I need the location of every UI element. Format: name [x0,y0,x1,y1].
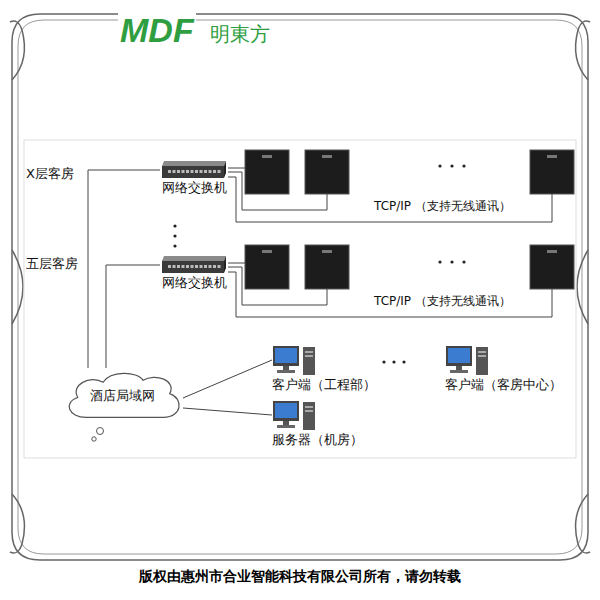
network-switch: 网络交换机 [160,255,228,291]
decorative-frame [10,14,590,560]
network-link [183,360,272,398]
device-label: 服务器（机房） [272,432,363,448]
device-label: 客户端（工程部） [272,377,376,393]
network-link [88,170,160,368]
copyright-note: 版权由惠州市合业智能科技有限公司所有，请勿转载 [0,568,600,585]
floor-label: X层客房 [26,166,74,182]
room-panels [245,150,574,289]
computer-icon [272,400,318,432]
logo-mark: MDF [118,10,196,51]
device-label: 网络交换机 [162,180,227,196]
diagram-area [24,140,576,458]
panel-wires [228,168,552,317]
link-label: TCP/IP （支持无线通讯） [372,294,513,308]
switch-icon [160,160,228,180]
lan-cloud: 酒店局域网 [62,368,183,425]
cloud-tail [92,428,104,442]
network-link [106,265,160,368]
computer-icon [272,345,318,377]
computer-icon [445,345,491,377]
switch-icon [160,255,228,275]
server-computer: 服务器（机房） [272,400,363,448]
link-label: TCP/IP （支持无线通讯） [372,199,513,213]
floor-label: 五层客房 [26,256,78,272]
device-label: 网络交换机 [162,275,227,291]
network-link [183,408,272,415]
device-label: 客户端（客房中心） [445,377,562,393]
network-switch: 网络交换机 [160,160,228,196]
logo-text: 明東方 [208,22,272,46]
cloud-label: 酒店局域网 [90,388,155,404]
client-computer: 客户端（工程部） [272,345,376,393]
client-computer: 客户端（客房中心） [445,345,562,393]
